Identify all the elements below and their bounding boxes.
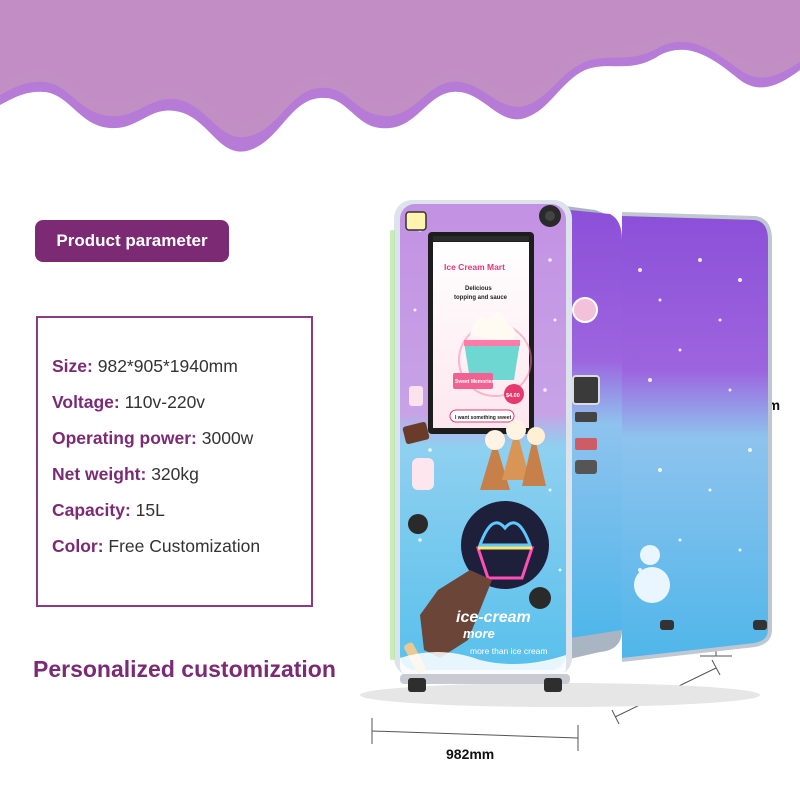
spec-row-capacity: Capacity: 15L bbox=[52, 500, 165, 521]
front-slogan: more than ice cream bbox=[470, 646, 547, 656]
front-logo-2: more bbox=[463, 626, 495, 641]
spec-value: Free Customization bbox=[108, 536, 261, 556]
spec-value: 982*905*1940mm bbox=[97, 356, 238, 376]
spec-value: 15L bbox=[135, 500, 165, 520]
spec-row-weight: Net weight: 320kg bbox=[52, 464, 199, 485]
screen-brand: Ice Cream Mart bbox=[444, 262, 505, 272]
spec-label: Operating power: bbox=[52, 428, 197, 448]
spec-label: Voltage: bbox=[52, 392, 120, 412]
spec-value: 110v-220v bbox=[124, 392, 206, 412]
spec-row-size: Size: 982*905*1940mm bbox=[52, 356, 238, 377]
tagline: Personalized customization bbox=[33, 656, 336, 682]
spec-value: 3000w bbox=[201, 428, 254, 448]
product-parameter-badge: Product parameter bbox=[35, 220, 229, 262]
spec-row-color: Color: Free Customization bbox=[52, 536, 260, 557]
dimension-width: 982mm bbox=[446, 746, 495, 762]
screen-headline-2: topping and sauce bbox=[454, 295, 508, 301]
drip-banner bbox=[0, 0, 800, 170]
spec-row-voltage: Voltage: 110v-220v bbox=[52, 392, 205, 413]
spec-value: 320kg bbox=[151, 464, 199, 484]
front-logo-1: ice-cream bbox=[456, 609, 531, 626]
spec-label: Size: bbox=[52, 356, 93, 376]
screen-cta: I want something sweet bbox=[455, 415, 511, 421]
spec-label: Color: bbox=[52, 536, 104, 556]
screen-headline-1: Delicious bbox=[465, 286, 492, 292]
screen-sticker: Sweet Memories bbox=[455, 379, 494, 385]
spec-label: Capacity: bbox=[52, 500, 131, 520]
spec-label: Net weight: bbox=[52, 464, 147, 484]
vending-machine-image: Ice Cream Mart Delicious topping and sau… bbox=[360, 200, 772, 707]
spec-row-power: Operating power: 3000w bbox=[52, 428, 253, 449]
screen-price: $4.00 bbox=[506, 393, 520, 399]
spec-box: Size: 982*905*1940mm Voltage: 110v-220v … bbox=[36, 316, 313, 607]
